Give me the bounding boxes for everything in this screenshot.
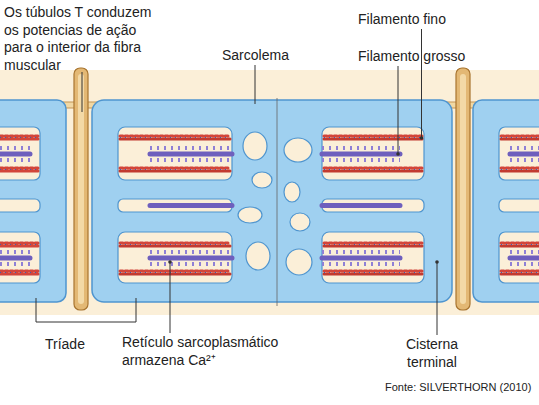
- sr-mesh-hole: [290, 213, 310, 231]
- sr-window: [0, 199, 40, 212]
- sr-mesh-hole: [284, 138, 312, 162]
- sr-mesh-hole: [243, 132, 267, 160]
- sr-mesh-hole: [246, 242, 270, 270]
- callout-label: Cisterna terminal: [392, 336, 472, 371]
- leader-line: [255, 65, 256, 104]
- t-tubule-lumen: [78, 74, 84, 304]
- callout-label: Tríade: [45, 336, 85, 354]
- leader-dot: [168, 260, 172, 264]
- callout-label: Retículo sarcoplasmático armazena Ca²⁺: [122, 334, 297, 369]
- leader-dot: [420, 136, 424, 140]
- leader-lines: [36, 29, 437, 335]
- t-tubules: [74, 68, 470, 310]
- leader-line: [398, 66, 399, 154]
- sr-mesh-hole: [238, 207, 262, 223]
- t-tubule: [74, 68, 88, 310]
- leader-dot: [396, 152, 400, 156]
- sarcoplasmic-reticulum-left: [0, 100, 66, 302]
- leader-line: [421, 29, 422, 138]
- leader-line: [82, 72, 83, 112]
- sr-window: [499, 199, 539, 212]
- leader-dot: [435, 260, 439, 264]
- source-note: Fonte: SILVERTHORN (2010): [385, 381, 531, 395]
- sr-mesh-hole: [286, 249, 312, 275]
- leader-line: [170, 262, 171, 333]
- callout-label: Filamento grosso: [358, 48, 465, 66]
- t-tubule-lumen: [460, 74, 466, 304]
- callout-label: Os túbulos T conduzem os potencias de aç…: [4, 4, 164, 74]
- m-line: [277, 98, 278, 306]
- sr-body: [0, 100, 66, 302]
- thin-filament: [0, 136, 38, 274]
- leader-dots: [168, 136, 439, 264]
- triad-bracket: [36, 298, 136, 322]
- callout-label: Filamento fino: [358, 11, 446, 29]
- sr-mesh-hole: [284, 182, 300, 202]
- sr-mesh-hole: [252, 172, 272, 188]
- t-tubule: [456, 68, 470, 310]
- leader-line: [437, 262, 438, 335]
- callout-label: Sarcolema: [222, 47, 289, 65]
